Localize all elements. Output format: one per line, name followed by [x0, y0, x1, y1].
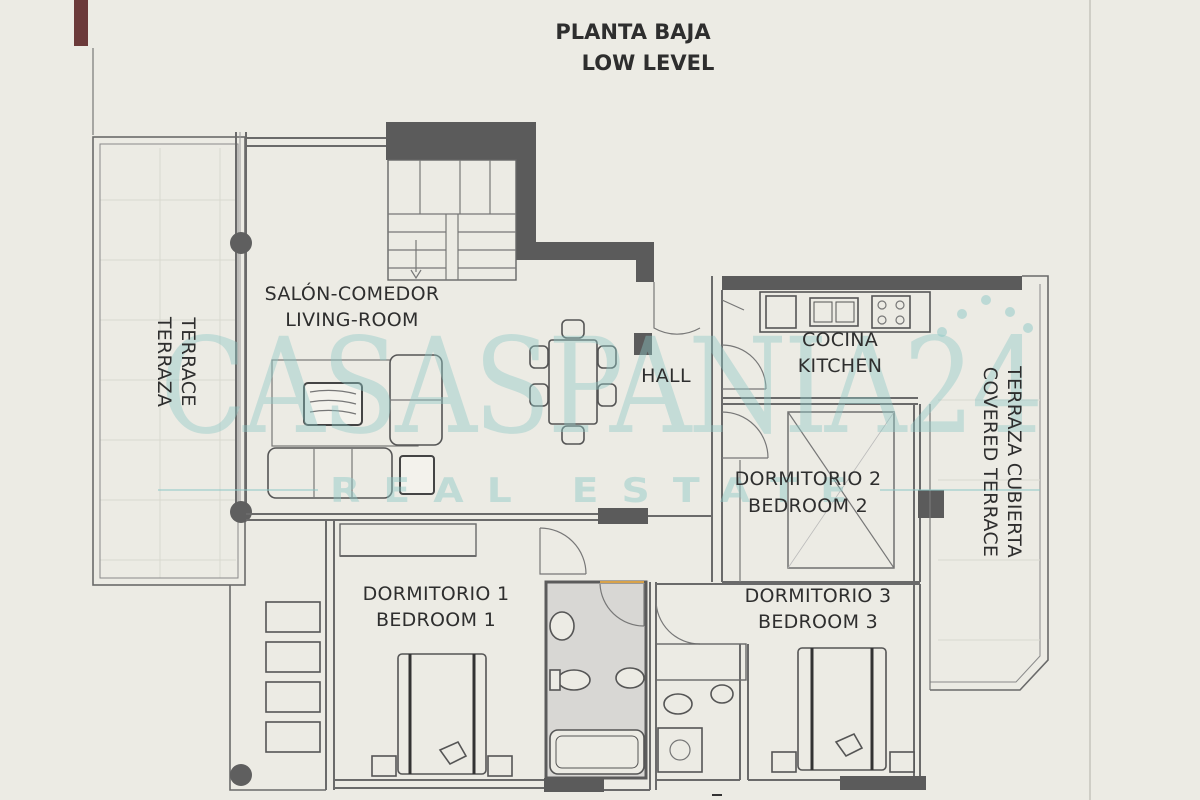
covered-terrace-label-en: COVERED TERRACE [979, 367, 1001, 557]
column [230, 232, 252, 254]
bedroom3-label-es: DORMITORIO 3 [745, 585, 892, 607]
title-es: PLANTA BAJA [555, 20, 711, 44]
column [230, 764, 252, 786]
lower-terrace [229, 585, 326, 791]
hall-column [634, 333, 652, 355]
watermark-brand: CASASPANIA24 [160, 310, 1040, 464]
bedroom3-block [656, 583, 926, 790]
covered-terrace-label-es: TERRAZA CUBIERTA [1003, 365, 1025, 558]
dining-table [529, 319, 617, 445]
watermark: CASASPANIA24 REAL ESTATE [158, 295, 1044, 511]
living-label-es: SALÓN-COMEDOR [265, 281, 440, 305]
hall-label: HALL [641, 365, 691, 387]
bedroom3-label-en: BEDROOM 3 [758, 611, 878, 633]
bedroom1-label-es: DORMITORIO 1 [363, 583, 510, 605]
covered-terrace [929, 275, 1049, 691]
bedroom2-label-es: DORMITORIO 2 [735, 468, 882, 490]
watermark-stars [937, 295, 1033, 337]
bedroom2-block [721, 404, 944, 583]
living-label-en: LIVING-ROOM [285, 309, 418, 331]
terrace-label-es: TERRAZA [153, 316, 175, 407]
bedroom1-block [325, 520, 587, 790]
bedroom1-label-en: BEDROOM 1 [376, 609, 496, 631]
staircase [386, 122, 654, 282]
terrace-tiles [100, 148, 236, 578]
title-en: LOW LEVEL [582, 51, 715, 75]
kitchen-label-en: KITCHEN [798, 355, 882, 377]
bedroom2-label-en: BEDROOM 2 [748, 495, 868, 517]
column [230, 501, 252, 523]
kitchen-block [711, 276, 1022, 582]
sofa-set [267, 354, 443, 499]
accent-bar [74, 0, 88, 46]
terrace-label-en: TERRACE [177, 316, 199, 406]
bathroom-2 [649, 582, 749, 790]
bathroom-1 [544, 580, 648, 792]
watermark-tagline: REAL ESTATE [330, 471, 870, 511]
kitchen-label-es: COCINA [802, 329, 878, 351]
